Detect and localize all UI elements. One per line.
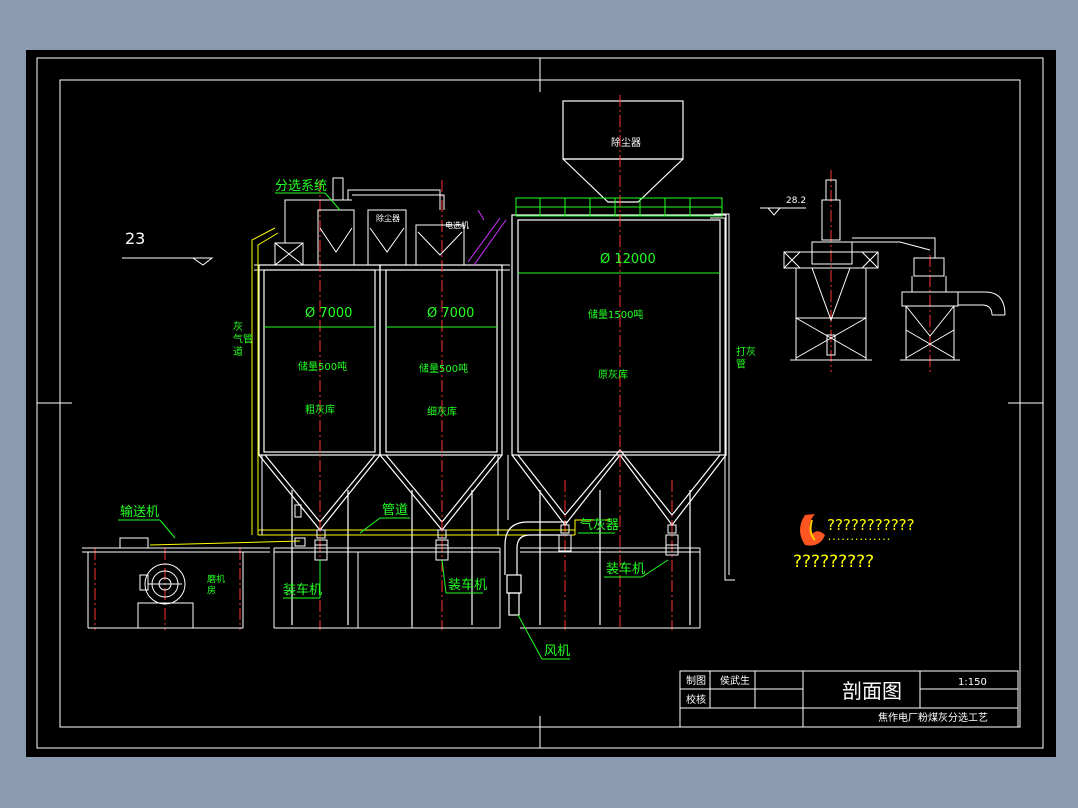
electric-separator-label: 电选机 <box>445 220 469 230</box>
storage-right-text: 储量1500吨 <box>588 308 643 321</box>
gas-pipes <box>251 227 610 536</box>
mill-room <box>87 552 244 629</box>
pipeline-label: 管道 <box>382 503 408 518</box>
drawing-name: 剖面图 <box>842 679 902 703</box>
loader-mid-label: 装车机 <box>448 577 487 593</box>
dust-collector-top <box>562 100 684 203</box>
watermark-logo <box>800 514 825 546</box>
silo-mid-name: 细灰库 <box>427 405 457 418</box>
dia-right-text: Ø 12000 <box>600 252 656 267</box>
title-row1-col1: 制图 <box>686 674 706 687</box>
dust-collector-small-label: 除尘器 <box>376 213 400 223</box>
top-pipes <box>284 189 445 210</box>
diameter-lines <box>264 272 720 328</box>
watermark-top-text: ??????????? <box>827 516 915 534</box>
gas-ash-device-label: 气灰器 <box>580 517 619 533</box>
storage-mid-text: 储量500吨 <box>419 362 468 375</box>
center-marks <box>37 58 1043 748</box>
ground-frame <box>261 455 701 629</box>
dia-mid-text: Ø 7000 <box>427 306 474 321</box>
silo-left-name: 粗灰库 <box>305 403 335 416</box>
separation-system-label: 分选系统 <box>275 179 327 194</box>
level-mark-23: 23 <box>122 229 214 266</box>
fan-label: 风机 <box>544 644 570 659</box>
blow-pipe <box>710 213 735 581</box>
fan-duct <box>504 521 568 616</box>
mill-room-label: 磨机房 <box>207 573 225 596</box>
watermark-bottom-text: ????????? <box>793 552 874 572</box>
detail-level-mark: 28.2 <box>760 196 806 216</box>
loader-right-label: 装车机 <box>606 561 645 577</box>
silo-right-name: 原灰库 <box>598 368 628 381</box>
watermark-small-text: • • • • • • • • • • • • • • <box>828 537 890 543</box>
drawing-scale: 1:150 <box>958 677 987 688</box>
level-28-text: 28.2 <box>786 196 806 206</box>
conveyor-label: 输送机 <box>120 504 159 520</box>
drawing-sheet <box>26 50 1056 757</box>
title-row1-col2: 侯武生 <box>720 674 750 687</box>
blow-ash-pipe-label: 打灰管 <box>736 345 756 371</box>
storage-left-text: 储量500吨 <box>298 360 347 373</box>
dust-collector-top-label: 除尘器 <box>611 136 641 149</box>
inclined-conveyor <box>467 209 507 266</box>
detail-separator <box>783 179 936 361</box>
title-block <box>679 670 1019 728</box>
separation-equipment <box>274 177 465 266</box>
title-row2-col1: 校核 <box>686 693 706 706</box>
gas-pipe-side-label: 灰气管道 <box>233 320 253 358</box>
loader-left-label: 装车机 <box>283 582 322 598</box>
loader-units <box>294 504 679 561</box>
roof-railing-right <box>515 197 723 217</box>
level-23-text: 23 <box>125 229 145 248</box>
detail-collector <box>900 257 1006 361</box>
conveyor-unit <box>82 537 306 553</box>
dia-left-text: Ø 7000 <box>305 306 352 321</box>
project-name: 焦作电厂粉煤灰分选工艺 <box>878 711 988 724</box>
